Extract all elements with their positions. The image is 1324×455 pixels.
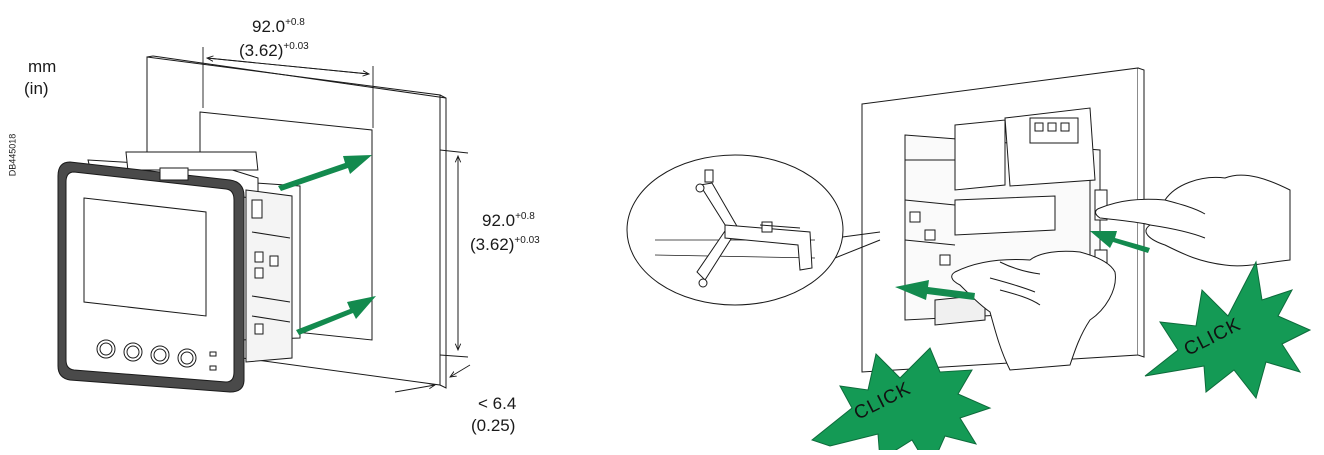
height-mm-label: 92.0+0.8 (482, 206, 535, 231)
unit-label-in: (in) (24, 79, 49, 98)
width-in-tolerance: +0.03 (283, 41, 309, 52)
clip-detail-callout (626, 154, 881, 306)
width-mm-tolerance: +0.8 (285, 17, 305, 28)
height-dimension (439, 149, 469, 358)
click-burst-left: CLICK (810, 347, 992, 455)
width-dimension (202, 47, 374, 128)
clip-arrows-right (895, 231, 1150, 300)
thickness-in-label: (0.25) (471, 416, 516, 435)
height-in-label: (3.62)+0.03 (470, 230, 540, 255)
width-mm-value: 92.0 (252, 17, 286, 36)
height-mm-tolerance: +0.8 (515, 211, 535, 222)
width-in-value: (3.62) (239, 41, 284, 60)
height-mm-value: 92.0 (482, 211, 516, 230)
width-mm-label: 92.0+0.8 (252, 12, 305, 37)
height-in-tolerance: +0.03 (514, 235, 540, 246)
click-burst-right: CLICK (1144, 260, 1312, 400)
power-meter (57, 151, 301, 393)
thickness-dimension (394, 364, 471, 393)
unit-label-mm: mm (28, 57, 57, 76)
hand-right (1095, 174, 1291, 267)
height-in-value: (3.62) (470, 235, 515, 254)
thickness-mm-label: < 6.4 (478, 394, 517, 413)
width-in-label: (3.62)+0.03 (239, 36, 309, 61)
drawing-code: DB445018 (7, 133, 18, 177)
insertion-arrows-left (278, 155, 376, 335)
